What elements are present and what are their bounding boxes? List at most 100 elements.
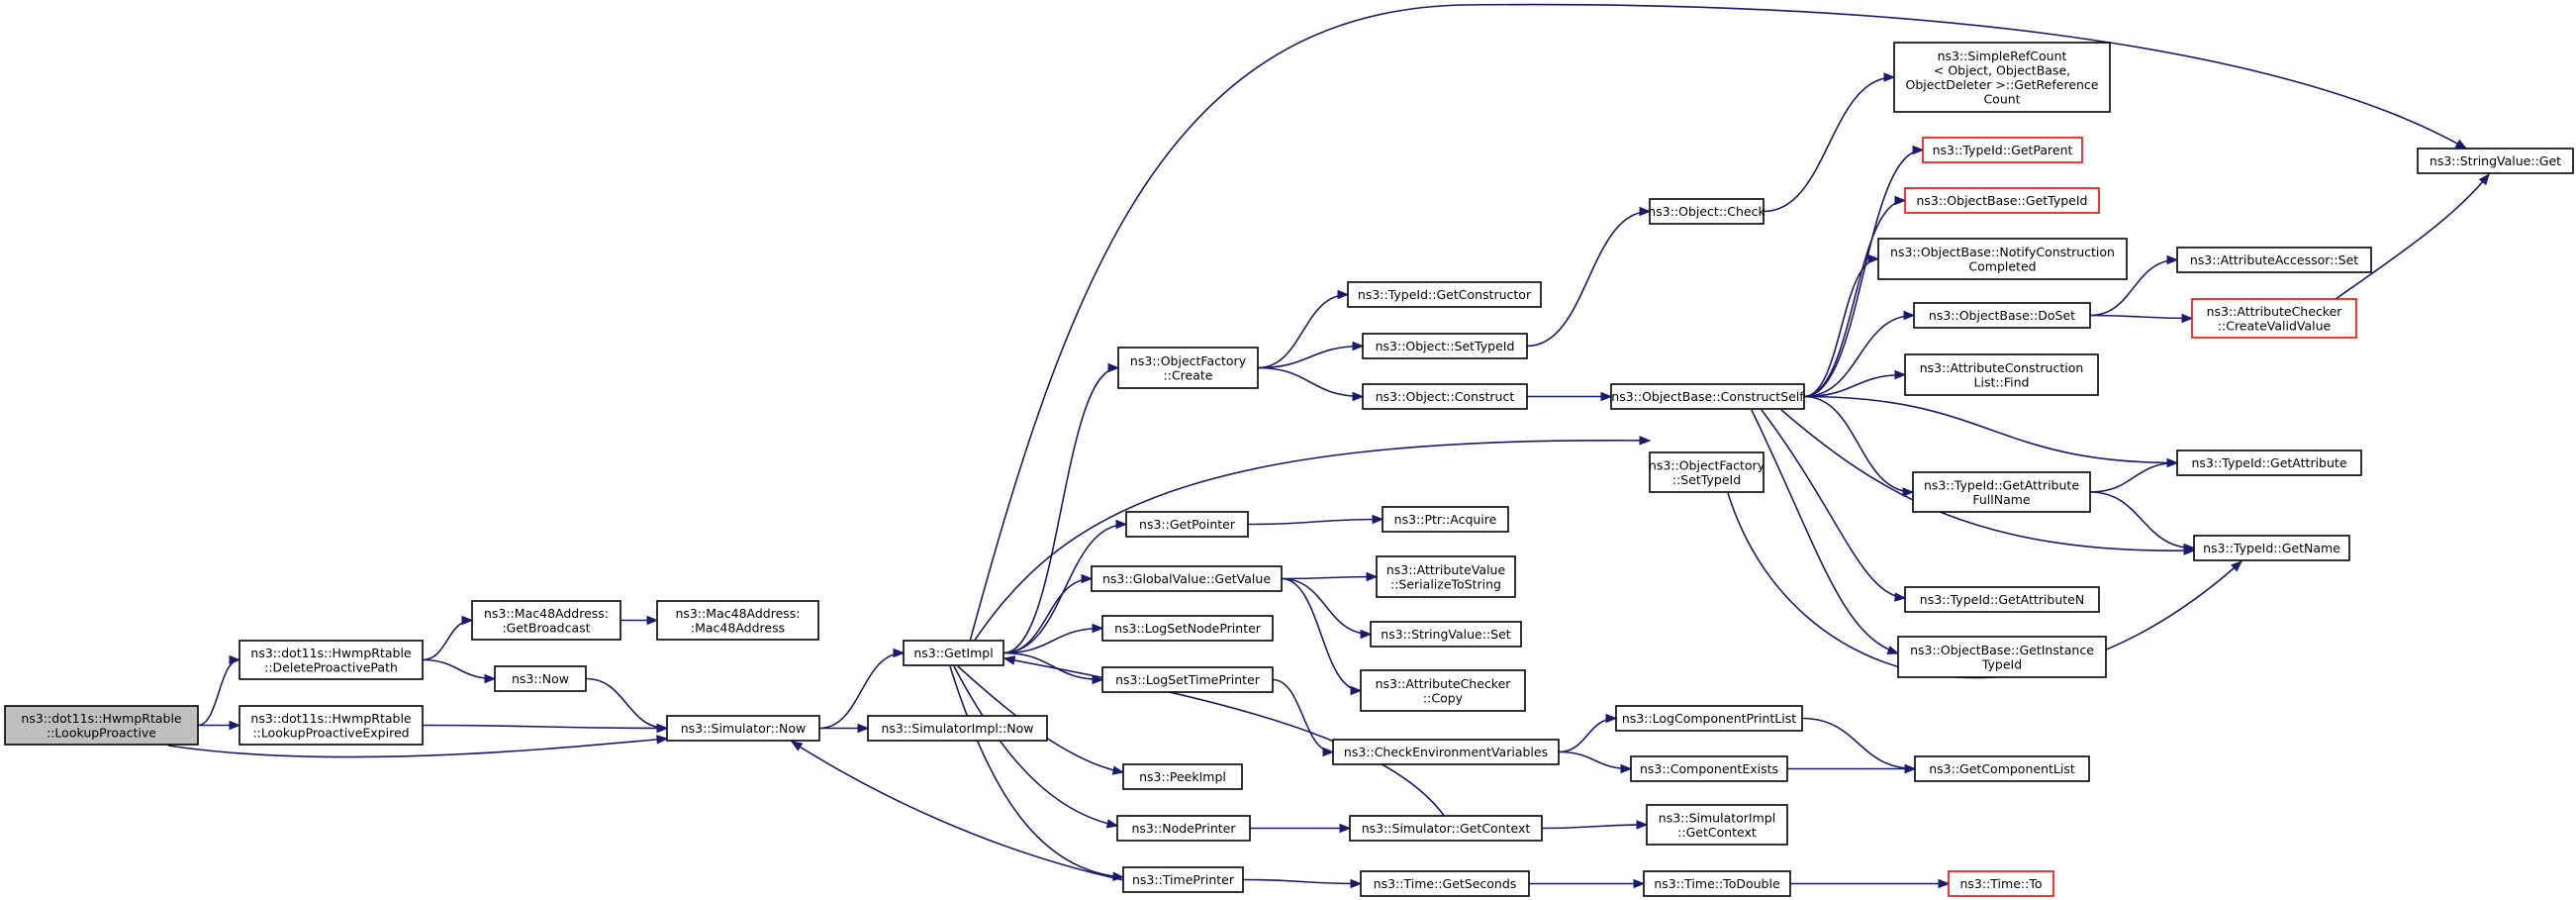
node-log-component-print-list[interactable]: ns3::LogComponentPrintList xyxy=(1615,705,1803,732)
node-label-line: ns3::TypeId::GetAttribute xyxy=(2191,455,2346,470)
edge-simulator-get-context-to-get-impl xyxy=(1002,655,1446,818)
node-object-base-notify-construction[interactable]: ns3::ObjectBase::NotifyConstructionCompl… xyxy=(1877,238,2128,280)
edge-object-base-construct-self-to-attribute-construction-list-find xyxy=(1803,369,1907,398)
node-simulator-impl-now[interactable]: ns3::SimulatorImpl::Now xyxy=(867,715,1048,742)
edge-get-impl-to-time-printer xyxy=(949,665,1125,881)
node-attribute-value-serialize[interactable]: ns3::AttributeValue::SerializeToString xyxy=(1376,555,1516,598)
node-simulator-get-context[interactable]: ns3::Simulator::GetContext xyxy=(1349,815,1543,842)
node-object-check[interactable]: ns3::Object::Check xyxy=(1648,198,1765,225)
edge-lookup-proactive-to-simulator-now xyxy=(167,735,669,758)
node-object-construct[interactable]: ns3::Object::Construct xyxy=(1362,383,1528,410)
node-delete-proactive-path[interactable]: ns3::dot11s::HwmpRtable::DeleteProactive… xyxy=(239,640,424,680)
node-lookup-proactive[interactable]: ns3::dot11s::HwmpRtable::LookupProactive xyxy=(4,705,199,746)
node-label-line: ns3::ObjectBase::GetInstance xyxy=(1910,643,2094,657)
edge-object-base-do-set-to-attribute-accessor-set xyxy=(2089,254,2179,317)
node-attribute-checker-copy[interactable]: ns3::AttributeChecker::Copy xyxy=(1360,669,1526,712)
node-typeid-get-parent[interactable]: ns3::TypeId::GetParent xyxy=(1922,137,2083,163)
node-label-line: ns3::Time::To xyxy=(1960,876,2043,891)
node-label-line: ns3::Now xyxy=(512,671,569,686)
node-label-line: ns3::AttributeConstruction xyxy=(1920,360,2084,375)
edge-lookup-proactive-to-delete-proactive-path xyxy=(197,654,241,727)
node-label-line: ::SerializeToString xyxy=(1390,576,1501,591)
node-label-line: ns3::dot11s::HwmpRtable xyxy=(21,711,182,726)
node-string-value-get[interactable]: ns3::StringValue::Get xyxy=(2417,148,2574,174)
node-global-value-get-value[interactable]: ns3::GlobalValue::GetValue xyxy=(1091,565,1283,592)
node-mac48-get-broadcast[interactable]: ns3::Mac48Address::GetBroadcast xyxy=(471,600,621,641)
node-ptr-acquire[interactable]: ns3::Ptr::Acquire xyxy=(1382,506,1509,533)
node-typeid-get-name[interactable]: ns3::TypeId::GetName xyxy=(2193,535,2350,561)
node-label-line: ns3::SimulatorImpl::Now xyxy=(881,721,1033,736)
edge-typeid-get-attribute-full-name-to-typeid-get-name xyxy=(2089,491,2196,553)
node-simulator-impl-get-context[interactable]: ns3::SimulatorImpl::GetContext xyxy=(1646,804,1788,846)
node-label-line: ns3::SimulatorImpl xyxy=(1659,810,1775,825)
node-typeid-get-attribute[interactable]: ns3::TypeId::GetAttribute xyxy=(2176,450,2362,476)
node-attribute-accessor-set[interactable]: ns3::AttributeAccessor::Set xyxy=(2176,247,2372,273)
edge-object-base-do-set-to-attribute-checker-create-valid-value xyxy=(2089,313,2194,324)
node-time-get-seconds[interactable]: ns3::Time::GetSeconds xyxy=(1360,870,1530,897)
node-typeid-get-attribute-n[interactable]: ns3::TypeId::GetAttributeN xyxy=(1904,586,2100,613)
edge-object-construct-to-object-base-construct-self xyxy=(1526,391,1613,402)
node-label-line: ns3::GetImpl xyxy=(913,646,993,660)
node-check-environment-variables[interactable]: ns3::CheckEnvironmentVariables xyxy=(1332,739,1560,765)
node-label-line: ns3::GetComponentList xyxy=(1929,761,2075,776)
edge-object-base-construct-self-to-typeid-get-attribute-n xyxy=(1761,409,1907,602)
node-log-set-time-printer[interactable]: ns3::LogSetTimePrinter xyxy=(1101,666,1274,693)
node-get-impl[interactable]: ns3::GetImpl xyxy=(903,640,1004,666)
node-object-base-get-typeid[interactable]: ns3::ObjectBase::GetTypeId xyxy=(1904,187,2100,214)
node-label-line: ns3::StringValue::Get xyxy=(2430,153,2561,168)
node-get-pointer[interactable]: ns3::GetPointer xyxy=(1125,511,1249,538)
edge-simulator-get-context-to-simulator-impl-get-context xyxy=(1541,820,1649,830)
node-log-set-node-printer[interactable]: ns3::LogSetNodePrinter xyxy=(1101,615,1274,642)
node-label-line: ns3::Time::GetSeconds xyxy=(1374,876,1517,891)
node-simulator-now[interactable]: ns3::Simulator::Now xyxy=(666,715,820,742)
node-time-to-double[interactable]: ns3::Time::ToDouble xyxy=(1643,870,1791,897)
edge-delete-proactive-path-to-ns3-now xyxy=(422,658,497,684)
edge-log-component-print-list-to-get-component-list xyxy=(1801,717,1917,774)
edge-log-set-time-printer-to-check-environment-variables xyxy=(1272,678,1335,757)
edge-simulator-now-to-simulator-impl-now xyxy=(818,723,870,734)
node-ns3-now[interactable]: ns3::Now xyxy=(494,665,587,692)
edge-component-exists-to-get-component-list xyxy=(1787,763,1917,774)
node-lookup-proactive-expired[interactable]: ns3::dot11s::HwmpRtable::LookupProactive… xyxy=(239,705,424,746)
node-label-line: ns3::ObjectBase::NotifyConstruction xyxy=(1890,245,2115,259)
node-label-line: ns3::LogSetNodePrinter xyxy=(1114,621,1262,636)
node-string-value-set[interactable]: ns3::StringValue::Set xyxy=(1370,621,1522,648)
node-typeid-get-constructor[interactable]: ns3::TypeId::GetConstructor xyxy=(1347,281,1542,308)
node-label-line: ns3::dot11s::HwmpRtable xyxy=(250,711,412,726)
node-label-line: ns3::ComponentExists xyxy=(1640,761,1778,776)
edge-global-value-get-value-to-attribute-value-serialize xyxy=(1281,571,1379,582)
node-object-factory-set-typeid[interactable]: ns3::ObjectFactory::SetTypeId xyxy=(1649,451,1765,493)
node-label-line: ns3::Simulator::GetContext xyxy=(1362,821,1531,836)
node-label-line: ns3::ObjectBase::GetTypeId xyxy=(1917,193,2088,208)
edge-get-impl-to-node-printer xyxy=(953,665,1119,829)
node-label-line: List::Find xyxy=(1974,374,2030,389)
node-mac48-ctor[interactable]: ns3::Mac48Address::Mac48Address xyxy=(656,600,819,641)
node-label-line: :GetBroadcast xyxy=(502,620,590,635)
node-label-line: ns3::TypeId::GetAttribute xyxy=(1924,477,2079,492)
node-label-line: ns3::GetPointer xyxy=(1139,517,1236,532)
edge-lookup-proactive-expired-to-simulator-now xyxy=(422,723,669,734)
function-nodes: ns3::dot11s::HwmpRtable::LookupProactive… xyxy=(4,42,2574,897)
node-peek-impl[interactable]: ns3::PeekImpl xyxy=(1122,763,1243,790)
node-component-exists[interactable]: ns3::ComponentExists xyxy=(1630,755,1788,782)
node-object-base-do-set[interactable]: ns3::ObjectBase::DoSet xyxy=(1913,302,2091,329)
node-get-component-list[interactable]: ns3::GetComponentList xyxy=(1914,755,2090,782)
edge-object-base-construct-self-to-object-base-do-set xyxy=(1803,310,1916,398)
edge-get-impl-to-object-factory-create xyxy=(1002,362,1120,654)
node-time-printer[interactable]: ns3::TimePrinter xyxy=(1122,866,1244,893)
node-simple-ref-count[interactable]: ns3::SimpleRefCount< Object, ObjectBase,… xyxy=(1893,42,2111,113)
node-label-line: TypeId xyxy=(1981,656,2022,671)
node-object-factory-create[interactable]: ns3::ObjectFactory::Create xyxy=(1117,347,1259,389)
node-attribute-checker-create-valid-value[interactable]: ns3::AttributeChecker::CreateValidValue xyxy=(2191,298,2357,339)
edge-object-base-construct-self-to-object-base-get-instance-typeid xyxy=(1751,409,1900,655)
node-time-to[interactable]: ns3::Time::To xyxy=(1948,870,2054,897)
node-label-line: ns3::Simulator::Now xyxy=(681,721,807,736)
node-label-line: ns3::TypeId::GetAttributeN xyxy=(1920,592,2084,607)
node-object-set-typeid[interactable]: ns3::Object::SetTypeId xyxy=(1362,333,1528,359)
node-node-printer[interactable]: ns3::NodePrinter xyxy=(1116,815,1251,842)
node-object-base-construct-self[interactable]: ns3::ObjectBase::ConstructSelf xyxy=(1610,383,1805,410)
node-label-line: ns3::TimePrinter xyxy=(1132,872,1235,887)
